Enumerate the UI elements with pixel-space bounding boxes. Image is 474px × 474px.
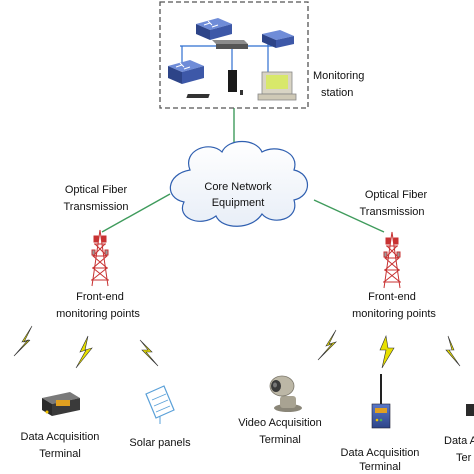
tower-icon-left bbox=[91, 229, 109, 287]
data-acq-label-left-line2: Terminal bbox=[39, 448, 81, 460]
cloud-left-tower-link bbox=[101, 193, 171, 233]
lightning-icon bbox=[13, 325, 33, 357]
data-acquisition-terminal-icon bbox=[371, 374, 391, 429]
workstation-icon bbox=[257, 71, 297, 101]
server-icon bbox=[262, 30, 294, 48]
monitoring-station bbox=[159, 1, 309, 109]
front-end-label-right: Front-end bbox=[368, 291, 416, 303]
data-acq-label-cut: Data A bbox=[444, 435, 474, 447]
pc-icon bbox=[186, 70, 243, 98]
lightning-icon bbox=[75, 335, 93, 369]
optical-fiber-label-right-line2: Transmission bbox=[360, 206, 425, 218]
station-label: Monitoring bbox=[313, 70, 364, 82]
video-acq-label-line2: Terminal bbox=[259, 434, 301, 446]
data-acq-label-right: Data Acquisition bbox=[341, 447, 420, 459]
core-network-cloud bbox=[169, 140, 309, 227]
lightning-icon bbox=[379, 334, 395, 369]
lightning-icon bbox=[317, 329, 338, 361]
station-label-line2: station bbox=[321, 87, 353, 99]
lightning-icon bbox=[445, 335, 461, 367]
core-network-label-line2: Equipment bbox=[212, 197, 265, 209]
solar-panels-label: Solar panels bbox=[129, 437, 191, 449]
optical-fiber-label-left-line2: Transmission bbox=[64, 201, 129, 213]
lightning-icon bbox=[139, 339, 159, 367]
front-end-label-right-line2: monitoring points bbox=[352, 308, 436, 320]
core-network-label: Core Network bbox=[204, 181, 272, 193]
data-acq-label-right-line2: Terminal bbox=[359, 461, 401, 473]
data-acquisition-terminal-icon bbox=[466, 404, 474, 416]
solar-panel-icon bbox=[145, 385, 175, 424]
front-end-label-left: Front-end bbox=[76, 291, 124, 303]
data-acq-label-cut-line2: Ter bbox=[456, 452, 472, 464]
tower-icon-right bbox=[383, 231, 401, 289]
optical-fiber-label-left: Optical Fiber bbox=[65, 184, 128, 196]
optical-fiber-label-right: Optical Fiber bbox=[365, 189, 428, 201]
front-end-label-left-line2: monitoring points bbox=[56, 308, 140, 320]
switch-icon bbox=[196, 18, 232, 40]
wireless-links bbox=[13, 325, 461, 369]
hub-icon bbox=[212, 40, 248, 49]
video-acq-label: Video Acquisition bbox=[238, 417, 322, 429]
camera-icon bbox=[269, 375, 302, 412]
switch-icon bbox=[168, 60, 204, 84]
data-acq-label-left: Data Acquisition bbox=[21, 431, 100, 443]
cloud-right-tower-link bbox=[313, 199, 385, 233]
data-acquisition-terminal-icon bbox=[42, 392, 80, 416]
